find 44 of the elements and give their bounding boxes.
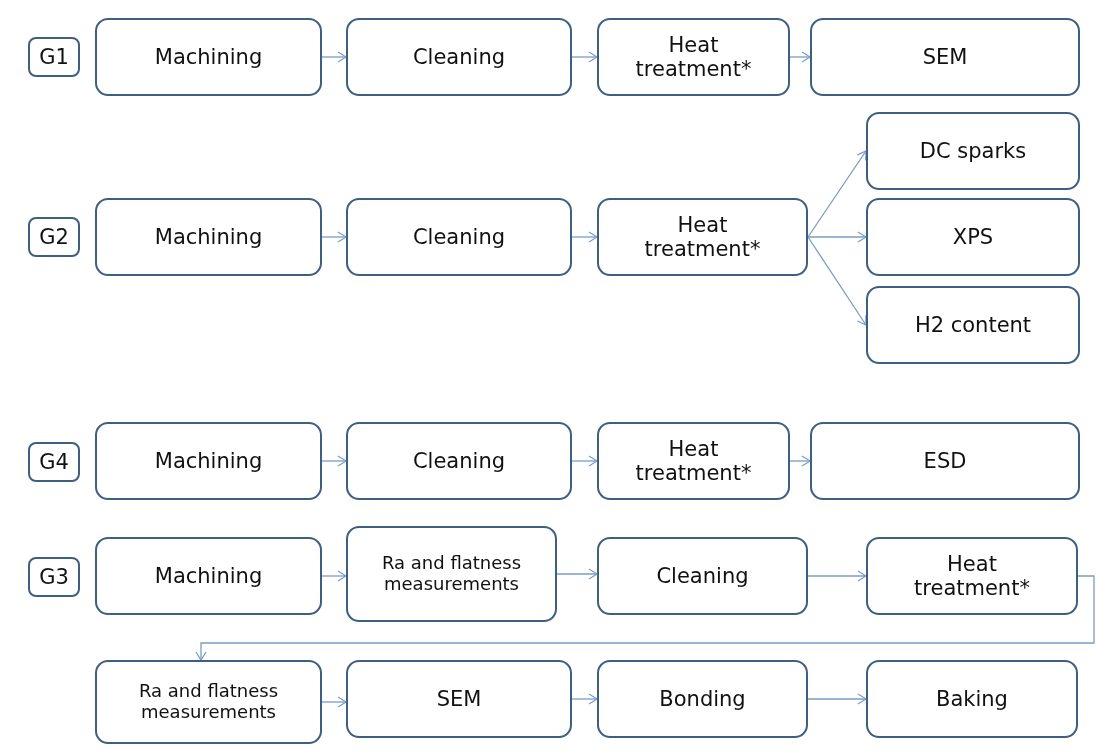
process-box: SEM [810,18,1080,96]
arrow [321,455,347,467]
process-box: Heat treatment* [597,422,790,500]
arrow [789,51,811,63]
arrow [321,51,347,63]
arrow [807,231,867,243]
process-box: XPS [866,198,1080,276]
arrow [571,51,598,63]
process-box: Machining [95,537,322,615]
process-box: Heat treatment* [866,537,1078,615]
process-box: ESD [810,422,1080,500]
arrow [571,693,598,705]
arrow [807,236,867,326]
process-box: Cleaning [346,422,572,500]
process-box: Machining [95,18,322,96]
arrow [571,231,598,243]
process-box: Ra and flatness measurements [95,660,322,744]
arrow [807,150,867,238]
group-label-box: G1 [28,37,80,77]
arrow [321,231,347,243]
arrow [321,696,347,708]
group-label-box: G4 [28,442,80,482]
process-box: H2 content [866,286,1080,364]
arrow [195,575,1095,661]
process-box: Heat treatment* [597,18,790,96]
process-box: Machining [95,198,322,276]
arrow [556,568,598,580]
group-label-box: G3 [28,557,80,597]
process-box: Baking [866,660,1078,738]
process-box: DC sparks [866,112,1080,190]
group-label-box: G2 [28,217,80,257]
arrow [571,455,598,467]
process-box: Cleaning [346,18,572,96]
arrow [789,455,811,467]
process-box: Cleaning [346,198,572,276]
arrow [807,570,867,582]
process-box: Machining [95,422,322,500]
process-box: Ra and flatness measurements [346,526,557,622]
process-box: Cleaning [597,537,808,615]
process-box: Heat treatment* [597,198,808,276]
arrow [807,693,867,705]
process-box: SEM [346,660,572,738]
arrow [321,570,347,582]
process-box: Bonding [597,660,808,738]
